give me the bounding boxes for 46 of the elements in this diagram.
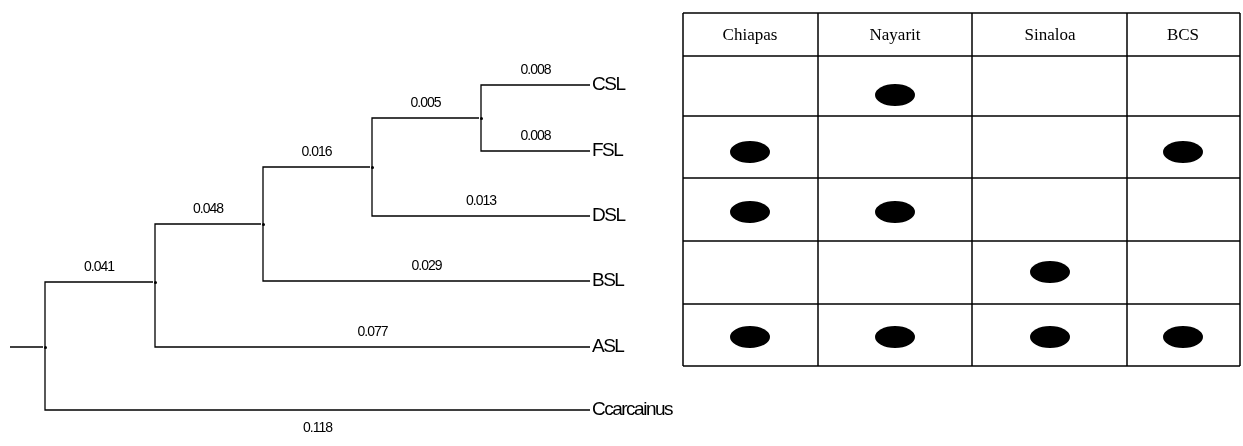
tree-branch bbox=[9, 346, 44, 348]
column-header: Nayarit bbox=[869, 25, 921, 45]
junction-point bbox=[153, 280, 157, 284]
branch-length: 0.041 bbox=[84, 258, 114, 274]
tree-branch bbox=[480, 117, 591, 152]
tree-branch bbox=[371, 117, 480, 168]
tree-branch bbox=[262, 223, 591, 282]
branch-length: 0.029 bbox=[411, 257, 442, 273]
branch-length: 0.008 bbox=[520, 127, 551, 143]
presence-dot bbox=[875, 201, 915, 223]
branch-length: 0.077 bbox=[357, 323, 388, 339]
tree-branch bbox=[371, 166, 591, 217]
column-header: Sinaloa bbox=[1024, 25, 1076, 45]
tree-branch bbox=[262, 166, 371, 225]
tree-branch bbox=[154, 281, 591, 348]
taxon-label: DSL bbox=[592, 204, 625, 226]
taxon-label: ASL bbox=[592, 335, 624, 357]
junction-point bbox=[43, 345, 47, 349]
junction-point bbox=[261, 222, 265, 226]
presence-dot bbox=[730, 141, 770, 163]
branch-length: 0.016 bbox=[301, 143, 332, 159]
presence-dot bbox=[875, 326, 915, 348]
column-header: Chiapas bbox=[722, 25, 778, 45]
presence-dot bbox=[730, 326, 770, 348]
branch-length: 0.013 bbox=[466, 192, 496, 208]
branch-length: 0.118 bbox=[303, 419, 332, 435]
tree-branch bbox=[480, 84, 591, 119]
presence-dot bbox=[730, 201, 770, 223]
presence-dot bbox=[1163, 326, 1203, 348]
tree-branch bbox=[44, 281, 154, 348]
taxon-label: Ccarcainus bbox=[592, 398, 673, 420]
tree-branch bbox=[44, 346, 591, 411]
presence-dot bbox=[1030, 326, 1070, 348]
tree-branch bbox=[154, 223, 262, 283]
junction-point bbox=[479, 116, 483, 120]
junction-point bbox=[370, 165, 374, 169]
presence-dot bbox=[1163, 141, 1203, 163]
branch-length: 0.048 bbox=[193, 200, 223, 216]
taxon-label: BSL bbox=[592, 269, 624, 291]
taxon-label: CSL bbox=[592, 73, 625, 95]
presence-dot bbox=[1030, 261, 1070, 283]
column-header: BCS bbox=[1166, 25, 1200, 45]
branch-length: 0.008 bbox=[520, 61, 551, 77]
taxon-label: FSL bbox=[592, 139, 623, 161]
presence-dot bbox=[875, 84, 915, 106]
branch-length: 0.005 bbox=[410, 94, 441, 110]
